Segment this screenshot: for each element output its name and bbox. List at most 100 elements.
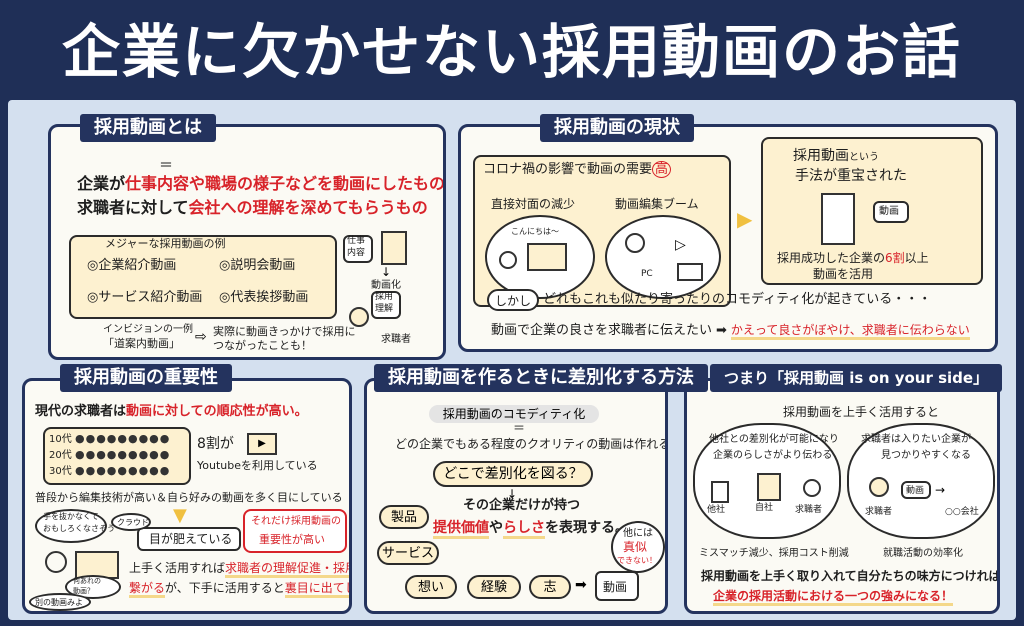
example-item: ◎サービス紹介動画 <box>87 290 203 305</box>
conclusion-line-2: 企業の採用活動における一つの強みになる！ <box>713 587 954 606</box>
panel4-title: 採用動画を作るときに差別化する方法 <box>374 364 708 392</box>
video-editing-bubble: PC ▷ <box>605 215 721 299</box>
arrow-right-icon: ⇨ <box>195 329 207 345</box>
main-title: 企業に欠かせない採用動画のお話 <box>61 18 962 86</box>
office-building-icon <box>381 231 407 265</box>
video-sign: 動画 <box>901 481 931 499</box>
result-note-2: つながったことも！ <box>213 339 312 352</box>
company-line-1: その企業だけが持つ <box>463 498 581 513</box>
panel3-title: 採用動画の重要性 <box>60 364 232 392</box>
right-caption: 就職活動の効率化 <box>883 548 963 559</box>
person-icon <box>803 479 821 497</box>
person-icon <box>499 251 517 269</box>
example-item: ◎企業紹介動画 <box>87 258 177 273</box>
comment-bubble: クラウド <box>111 513 151 531</box>
valued-line-2: 手法が重宝された <box>795 168 907 184</box>
arrow-right-icon: ➡ <box>716 323 727 338</box>
arrow-right-icon: → <box>935 483 946 497</box>
examples-box: メジャーな採用動画の例 ◎企業紹介動画 ◎説明会動画 ◎サービス紹介動画 ◎代表… <box>69 235 337 319</box>
panel2-title: 採用動画の現状 <box>540 114 694 142</box>
definition-line-2: 求職者に対して会社への理解を深めてもらうもの <box>77 198 428 217</box>
to-video-label: 動画化 <box>371 280 401 291</box>
habit-text: 普段から編集技術が高い＆自ら好みの動画を多く目にしている <box>35 491 343 504</box>
success-line-2: 動画を活用 <box>813 267 874 281</box>
people-icons: ●●●●●●●●● <box>75 432 171 445</box>
importance-line: 現代の求職者は動画に対しての順応性が高い。 <box>35 404 308 419</box>
unique-bubble: 他には 真似 できない！ <box>611 521 665 573</box>
bottom-line-2: 繋がるが、下手に活用すると裏目に出てしまう <box>129 579 349 598</box>
panel-importance: 現代の求職者は動画に対しての順応性が高い。 10代 20代 30代 ●●●●●●… <box>22 378 352 614</box>
board: ＝ 企業が仕事内容や職場の様子などを動画にしたもの 求職者に対して会社への理解を… <box>8 100 1016 620</box>
bubble-left-label: 直接対面の減少 <box>491 197 576 211</box>
arrow-down-icon: ▼ <box>173 505 187 526</box>
question-pill: どこで差別化を図る？ <box>433 461 593 487</box>
example-item: ◎説明会動画 <box>219 258 296 273</box>
job-sign: 仕事 内容 <box>343 235 373 263</box>
left-benefit-oval: 他社との差別化が可能になり 企業のらしさがより伝わる 自社 他社 求職者 <box>693 423 841 539</box>
equals-mark: ＝ <box>513 421 526 435</box>
video-window-icon <box>677 263 703 281</box>
definition-line-1: 企業が仕事内容や職場の様子などを動画にしたもの <box>77 174 446 193</box>
office-building-icon <box>757 473 781 501</box>
value-circle-experience: 経験 <box>467 575 521 599</box>
valued-line-1: 採用動画という <box>793 148 879 164</box>
face-to-face-bubble: こんにちは～ <box>485 215 595 299</box>
comment-bubble: 手を抜かなくて おもしろくなさそう <box>35 509 115 543</box>
arrow-right-icon: ➡ <box>575 577 587 593</box>
arrow-right-icon: ▶ <box>737 207 753 231</box>
commodity-text: どれもこれも似たり寄ったりのコモディティ化が起きている・・・ <box>543 292 932 307</box>
people-icons: ●●●●●●●●● <box>75 448 171 461</box>
right-benefit-oval: 求職者は入りたい企業が 見つかりやすくなる 求職者 動画 → ○○会社 <box>847 423 995 539</box>
play-video-icon: ▷ <box>675 237 686 253</box>
panel-differentiation: 採用動画のコモディティ化 ＝ どの企業でもある程度のクオリティの動画は作れる ど… <box>364 378 668 614</box>
pc-label: PC <box>641 269 653 279</box>
office-building-icon <box>821 193 855 245</box>
left-caption: ミスマッチ減少、採用コスト削減 <box>699 548 849 559</box>
panel5-title: つまり「採用動画 is on your side」 <box>710 364 1003 392</box>
result-note-1: 実際に動画きっかけで採用に <box>213 325 356 338</box>
arrow-down-icon: ↓ <box>381 265 392 279</box>
office-building-icon <box>711 481 729 503</box>
shikashi-bubble: しかし <box>487 289 539 311</box>
comment-bubble: 別の動画みよ <box>29 593 91 611</box>
road-guide-video: 「道案内動画」 <box>103 337 180 350</box>
value-circle-service: サービス <box>377 541 439 565</box>
stat-80-percent: 8割が <box>197 436 234 452</box>
people-icons: ●●●●●●●●● <box>75 464 171 477</box>
success-line-1: 採用成功した企業の6割以上 <box>777 251 929 265</box>
age-stats-box: 10代 20代 30代 ●●●●●●●●● ●●●●●●●●● ●●●●●●●●… <box>43 427 191 485</box>
invision-note: インビジョンの一例 <box>103 324 193 335</box>
bubble-right-label: 動画編集ブーム <box>615 197 699 211</box>
person-icon <box>349 307 369 327</box>
importance-red-box: それだけ採用動画の 重要性が高い <box>243 509 347 553</box>
laptop-icon <box>527 243 567 271</box>
bottom-conclusion: 動画で企業の良さを求職者に伝えたい➡かえって良さがぼやけ、求職者に伝わらない <box>491 323 970 340</box>
final-video-box: 動画 <box>595 571 639 601</box>
subtitle: 採用動画を上手く活用すると <box>783 405 940 419</box>
example-item: ◎代表挨拶動画 <box>219 290 309 305</box>
conclusion-line-1: 採用動画を上手く取り入れて自分たちの味方につければ <box>701 569 1000 583</box>
video-sign: 採用 理解 <box>371 291 401 319</box>
value-circle-thought: 想い <box>405 575 457 599</box>
quality-line: どの企業でもある程度のクオリティの動画は作れる <box>395 437 668 451</box>
person-icon <box>625 233 645 253</box>
video-valued-box: 採用動画という 手法が重宝された 動画 採用成功した企業の6割以上 動画を活用 <box>761 137 983 285</box>
person-icon <box>45 551 67 573</box>
person-icon <box>869 477 889 497</box>
panel-on-your-side: 採用動画を上手く活用すると 他社との差別化が可能になり 企業のらしさがより伝わる… <box>684 378 1000 614</box>
youtube-play-icon: ▶ <box>247 433 277 455</box>
stat-youtube: Youtubeを利用している <box>197 459 318 472</box>
video-sign: 動画 <box>873 201 909 223</box>
bottom-line-1: 上手く活用すれば求職者の理解促進・採用に <box>129 559 349 578</box>
corona-text: コロナ禍の影響で動画の需要高 <box>483 161 672 179</box>
examples-box-title: メジャーな採用動画の例 <box>105 237 226 250</box>
eye-trained-box: 目が肥えている <box>137 527 241 551</box>
company-line-2: 提供価値やらしさを表現する。 <box>433 519 629 539</box>
arrow-down-icon: ↓ <box>507 487 518 501</box>
panel-what-is-recruit-video: ＝ 企業が仕事内容や職場の様子などを動画にしたもの 求職者に対して会社への理解を… <box>48 124 446 360</box>
corona-box: コロナ禍の影響で動画の需要高 直接対面の減少 動画編集ブーム こんにちは～ PC… <box>473 155 731 307</box>
panel-current-state: コロナ禍の影響で動画の需要高 直接対面の減少 動画編集ブーム こんにちは～ PC… <box>458 124 998 352</box>
value-circle-will: 志 <box>529 575 571 599</box>
value-circle-product: 製品 <box>379 505 429 529</box>
